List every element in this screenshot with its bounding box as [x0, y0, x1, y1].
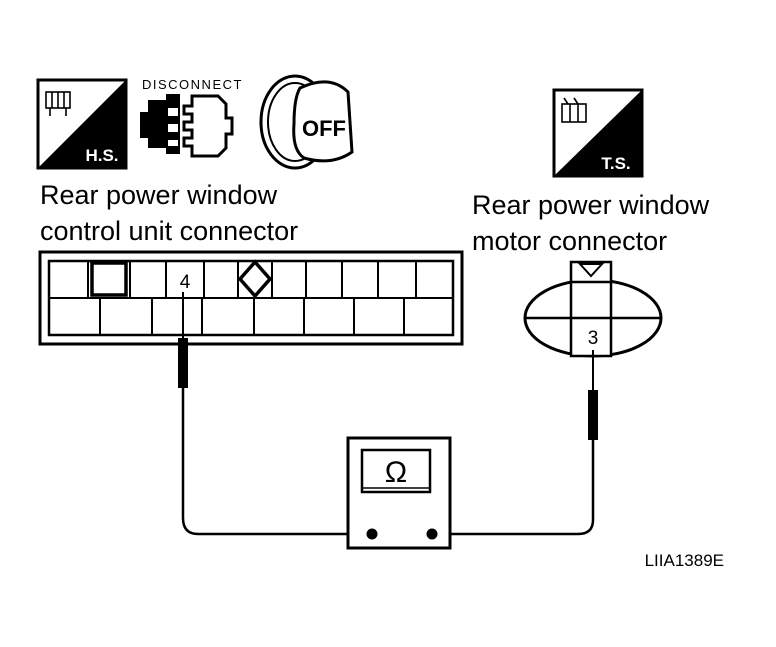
motor-connector: 3 [523, 260, 663, 358]
probe-right [432, 350, 598, 536]
control-unit-pin-number: 4 [180, 272, 191, 293]
harness-side-icon: H.S. [36, 78, 128, 170]
control-unit-label-line2: control unit connector [40, 216, 298, 246]
control-unit-connector: 4 [38, 250, 464, 346]
control-unit-label-line1: Rear power window [40, 180, 278, 210]
disconnect-icon: DISCONNECT [140, 77, 243, 158]
ohm-display: Ω [385, 456, 407, 489]
motor-label-line2: motor connector [472, 226, 667, 256]
hs-label: H.S. [85, 146, 118, 165]
probe-left [178, 292, 370, 536]
meter-terminal-right [426, 528, 438, 540]
figure-code: LIIA1389E [645, 551, 724, 570]
disconnect-label: DISCONNECT [142, 77, 243, 92]
ts-label: T.S. [601, 154, 630, 173]
motor-pin-number: 3 [588, 328, 599, 349]
terminal-side-icon: T.S. [552, 88, 644, 178]
motor-label-line1: Rear power window [472, 190, 710, 220]
ignition-off-icon: OFF [259, 74, 354, 170]
off-label: OFF [302, 116, 346, 141]
ohmmeter: Ω [346, 436, 452, 550]
meter-terminal-left [366, 528, 378, 540]
